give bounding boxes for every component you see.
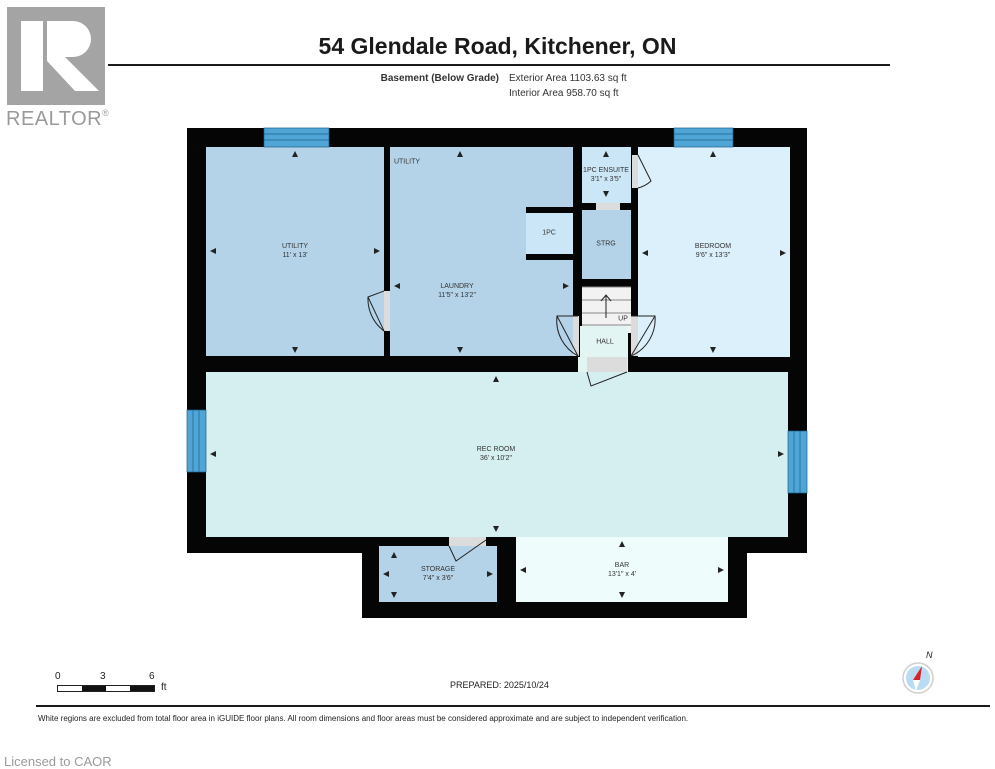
realtor-r-icon — [7, 7, 105, 105]
room-strg: STRG — [596, 240, 616, 248]
footer-divider — [36, 705, 990, 707]
level-label: Basement (Below Grade) — [380, 73, 499, 84]
compass-north-label: N — [926, 650, 933, 660]
scale-bar-graphic — [57, 685, 155, 692]
realtor-logo — [7, 7, 105, 105]
realtor-wordmark: REALTOR® — [6, 108, 110, 130]
stairs-up-label: UP — [618, 315, 628, 323]
page-title: 54 Glendale Road, Kitchener, ON — [318, 33, 677, 59]
scale-label-0: 0 — [55, 671, 61, 682]
room-hall: HALL — [596, 338, 614, 346]
exterior-area: Exterior Area 1103.63 sq ft — [509, 73, 627, 84]
compass-icon: N — [900, 650, 936, 694]
scale-label-3: 3 — [100, 671, 106, 682]
room-1pc: 1PC — [542, 229, 556, 237]
scale-label-6: 6 — [149, 671, 155, 682]
room-utility-2: UTILITY — [393, 158, 421, 166]
header-divider — [108, 64, 890, 66]
scale-unit: ft — [161, 682, 167, 693]
stair-arrow-icon — [600, 294, 612, 318]
interior-area: Interior Area 958.70 sq ft — [509, 88, 619, 99]
license-text: Licensed to CAOR — [4, 754, 112, 769]
prepared-date: PREPARED: 2025/10/24 — [450, 680, 549, 690]
disclaimer-text: White regions are excluded from total fl… — [38, 714, 689, 723]
